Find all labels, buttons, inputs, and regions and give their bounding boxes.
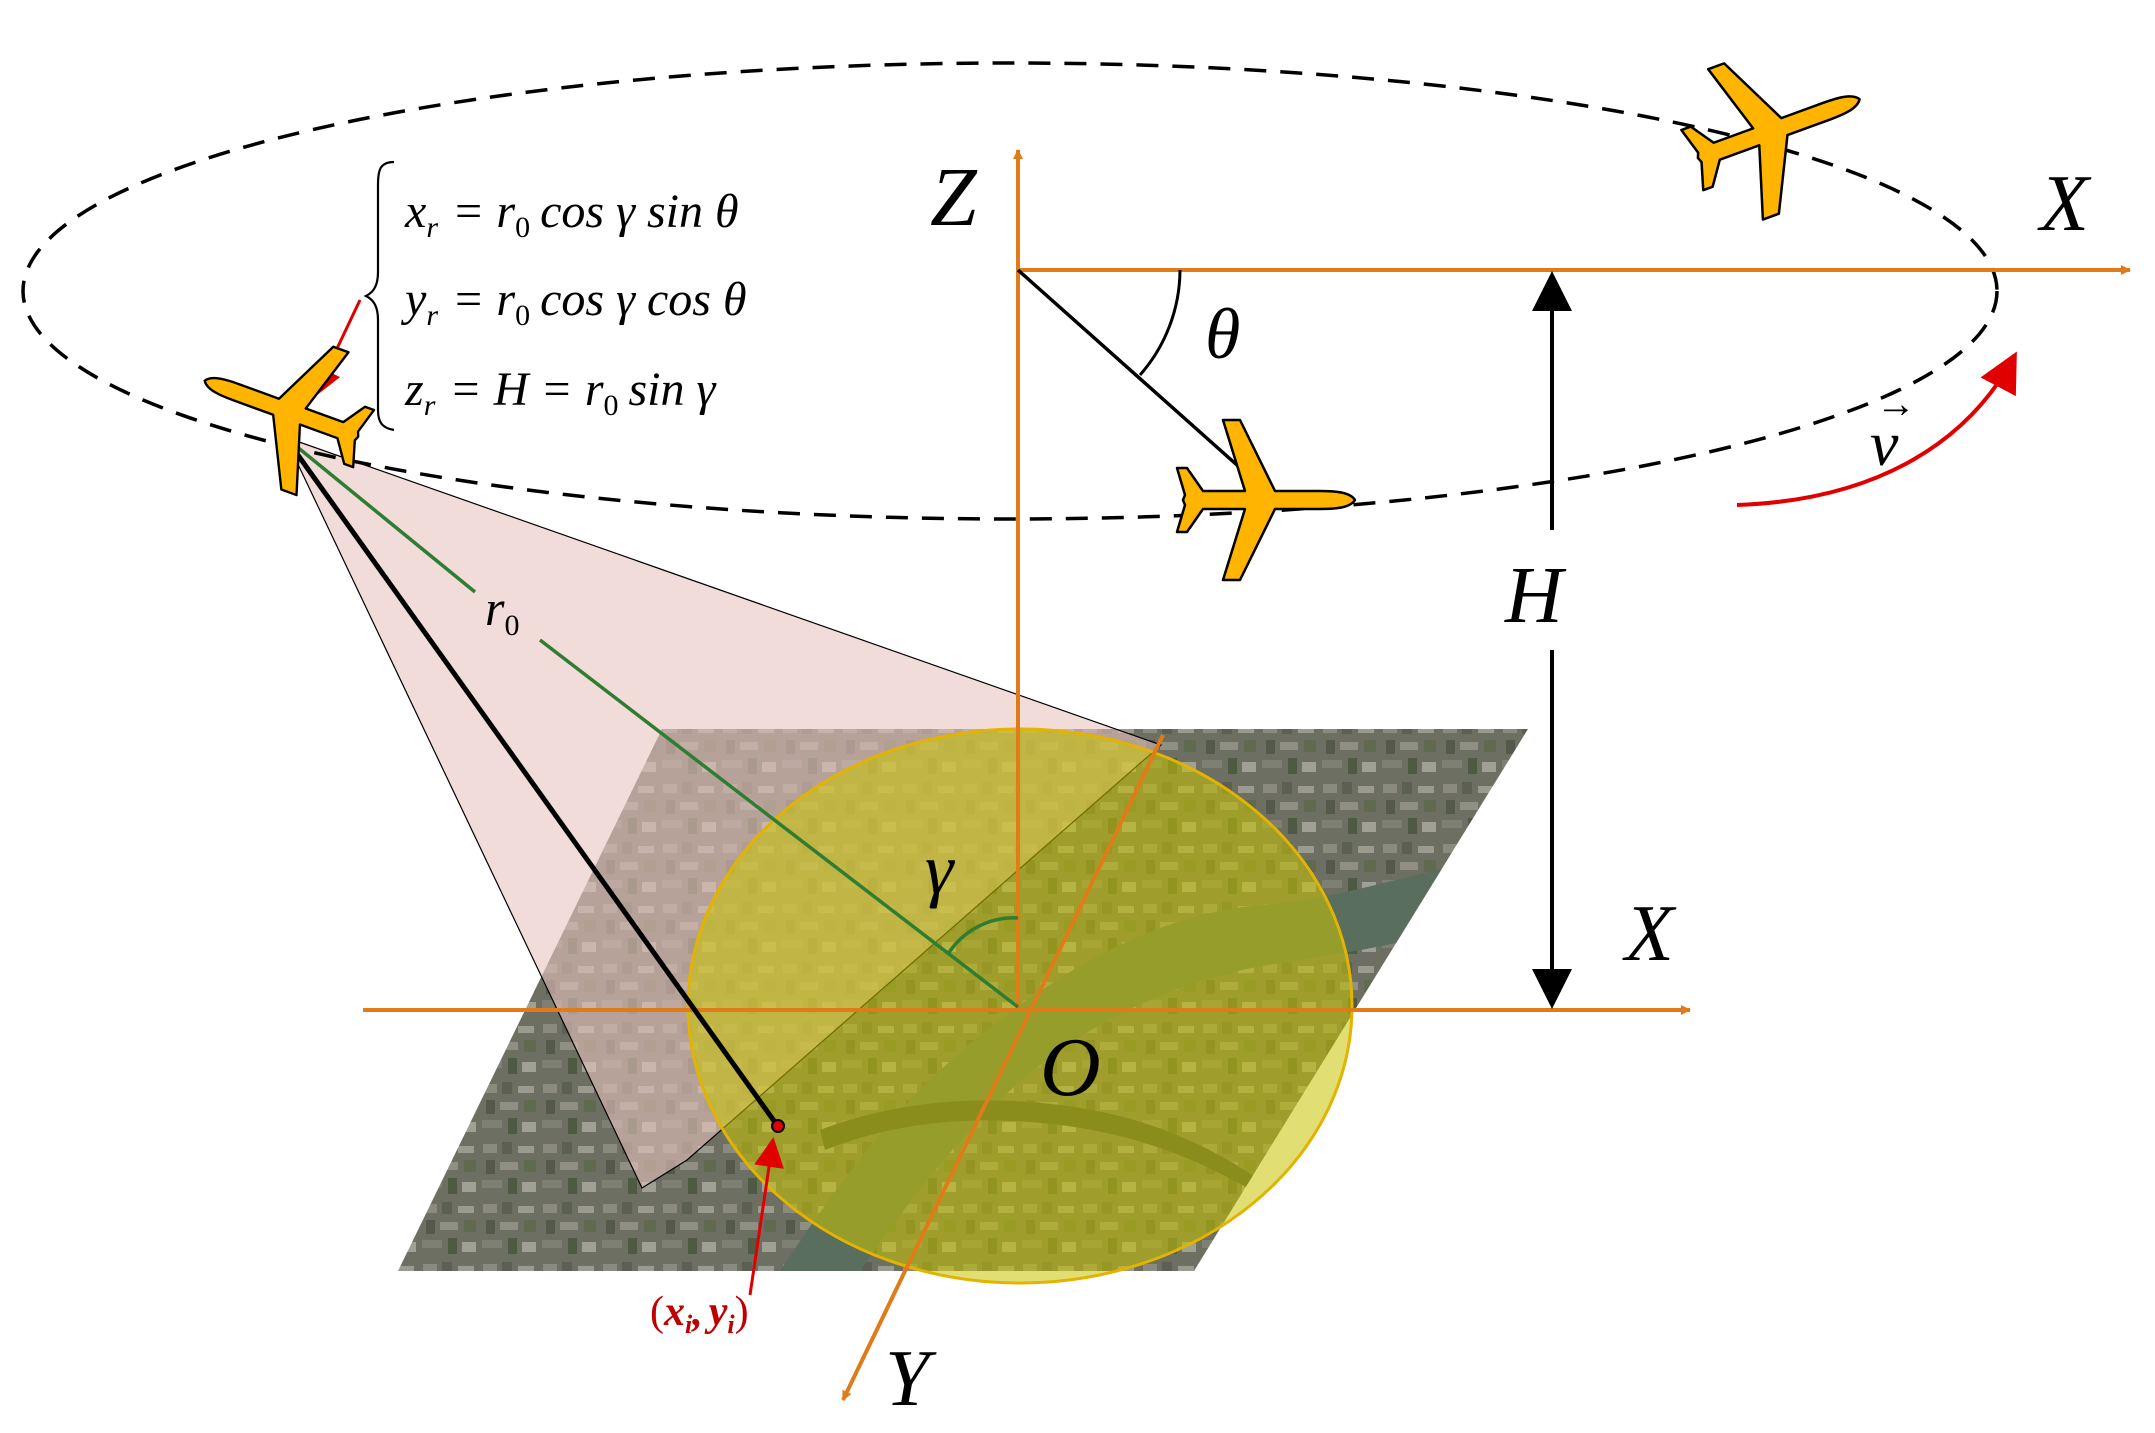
diagram-labels: Z X X Y O H θ γ v → r0 [485, 151, 2092, 1423]
height-label: H [1504, 552, 1567, 640]
gamma-arc [946, 916, 1019, 955]
axis-label-x-ground: X [1622, 890, 1677, 978]
axis-label-y: Y [885, 1335, 937, 1423]
velocity-vector-arrow: → [1876, 381, 1916, 426]
origin-label: O [1040, 1021, 1101, 1114]
flight-orbit [21, 61, 1999, 521]
slant-range-line-b [538, 638, 1020, 1009]
range-label: r0 [485, 580, 519, 642]
axis-label-x-top: X [2037, 160, 2092, 248]
velocity-label: v [1870, 408, 1899, 479]
gamma-label: γ [925, 829, 955, 909]
aircraft-icon [1680, 62, 1861, 221]
equation-brace [363, 160, 395, 432]
theta-line [1016, 268, 1267, 492]
aircraft-icon [203, 345, 376, 497]
aircraft-icon [1175, 418, 1357, 582]
target-annotation-arrow [748, 1137, 784, 1296]
aircraft-group [203, 62, 1861, 582]
y-axis [841, 734, 1165, 1401]
axis-label-z: Z [930, 151, 978, 244]
target-point [771, 1119, 785, 1133]
radar-beam [283, 435, 1163, 1189]
theta-arc [1138, 269, 1182, 376]
slant-range-line-a [283, 435, 477, 594]
theta-label: θ [1205, 294, 1240, 374]
velocity-arc-arrow [1736, 351, 2017, 507]
target-line [282, 435, 780, 1127]
target-coordinate-label: (xi,yi) [650, 1289, 749, 1339]
